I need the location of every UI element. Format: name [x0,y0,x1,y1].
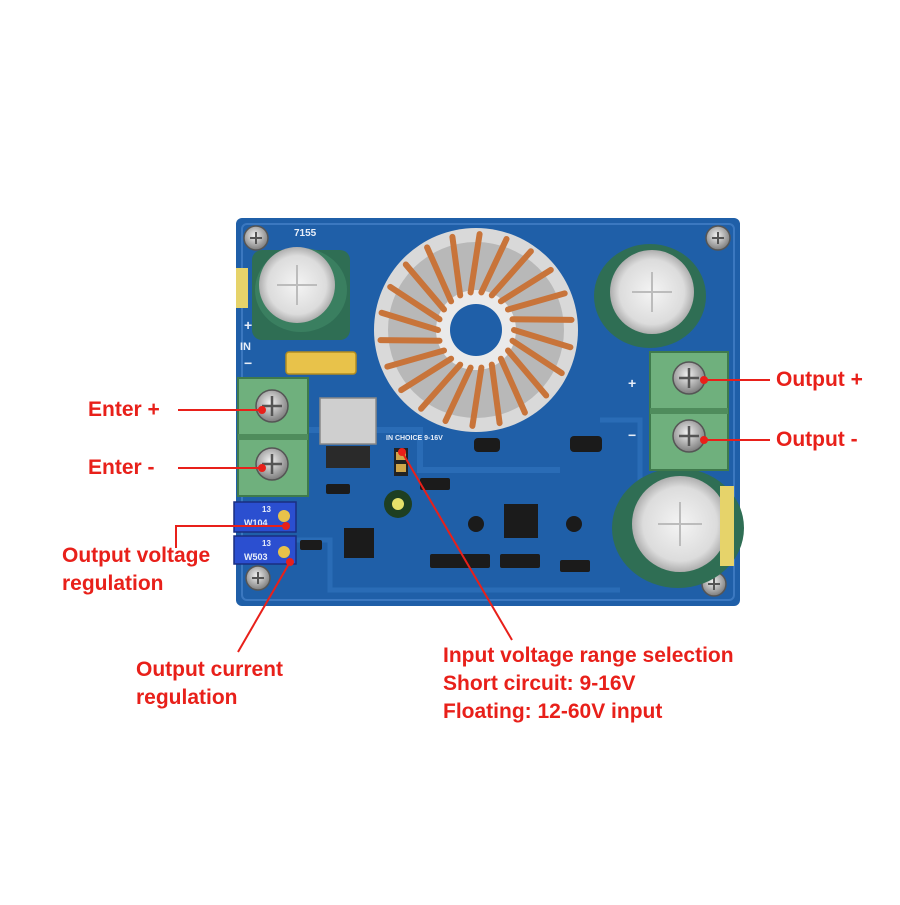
label-voltage-regulation-line1: Output voltage [62,544,211,567]
silk-in-label: IN [240,341,251,353]
output-minus-screw[interactable] [672,419,706,453]
output-capacitor-bottom [612,468,744,588]
input-capacitor [236,247,350,340]
mosfet [319,397,377,468]
silk-board-code: 7155 [294,228,317,239]
silk-pot-code-bottom: 13 [262,539,271,548]
input-plus-screw[interactable] [255,389,289,423]
coil-winding [442,364,474,424]
ic-controller [504,504,538,538]
coil-winding [467,231,483,296]
coil-winding [478,236,510,296]
coil-winding [511,327,574,351]
label-output-plus: Output + [776,368,863,391]
mount-screw-top-right [705,225,731,251]
label-current-regulation-line2: regulation [136,686,238,709]
label-input-range-line3: Floating: 12-60V input [443,700,663,723]
fuse [285,351,357,375]
coil-winding [402,261,447,313]
silk-pot-bottom: W503 [244,552,268,562]
coil-winding [469,364,485,429]
coil-winding [497,355,528,416]
output-capacitor-top [594,244,706,348]
input-terminal-block [237,377,309,497]
label-input-range: Input voltage range selection Short circ… [443,642,734,726]
mount-screw-top-left [243,225,269,251]
output-plus-screw[interactable] [672,361,706,395]
input-minus-screw[interactable] [255,447,289,481]
coil-winding [377,337,443,344]
coil-winding [449,233,464,299]
coil-winding [418,361,464,412]
coil-winding [398,355,455,394]
label-input-range-line2: Short circuit: 9-16V [443,672,636,695]
coil-winding [488,248,534,299]
silk-out-plus: + [628,375,636,391]
coil-winding [387,283,443,323]
coil-winding [509,316,575,323]
mount-screw-bottom-left [245,565,271,591]
silk-in-plus: + [244,317,252,333]
label-current-regulation-line1: Output current [136,658,283,681]
ic-small [344,528,374,558]
label-enter-plus: Enter + [88,398,160,421]
silk-range-text: IN CHOICE 9-16V [386,435,443,442]
silk-out-minus: − [628,427,636,443]
label-enter-minus: Enter - [88,456,155,479]
coil-winding [505,347,550,399]
toroidal-inductor [374,228,578,432]
coil-winding [424,244,455,305]
coil-winding [497,266,554,305]
coil-winding [378,309,441,333]
label-voltage-regulation-line2: regulation [62,572,164,595]
callout-lines [175,376,770,653]
label-voltage-regulation: Output voltage regulation [62,542,210,598]
label-output-minus: Output - [776,428,858,451]
silk-in-minus: − [244,355,252,371]
coil-winding [384,347,447,370]
smd-components [300,436,602,572]
silk-pot-top: W104 [244,518,268,528]
label-input-range-line1: Input voltage range selection [443,644,734,667]
coil-winding [505,290,568,313]
coil-winding [488,361,503,427]
silk-pot-code-top: 13 [262,505,271,514]
coil-winding [509,337,565,377]
pot-current[interactable] [233,535,297,565]
output-terminal-block [649,351,729,471]
label-current-regulation: Output current regulation [136,656,283,712]
